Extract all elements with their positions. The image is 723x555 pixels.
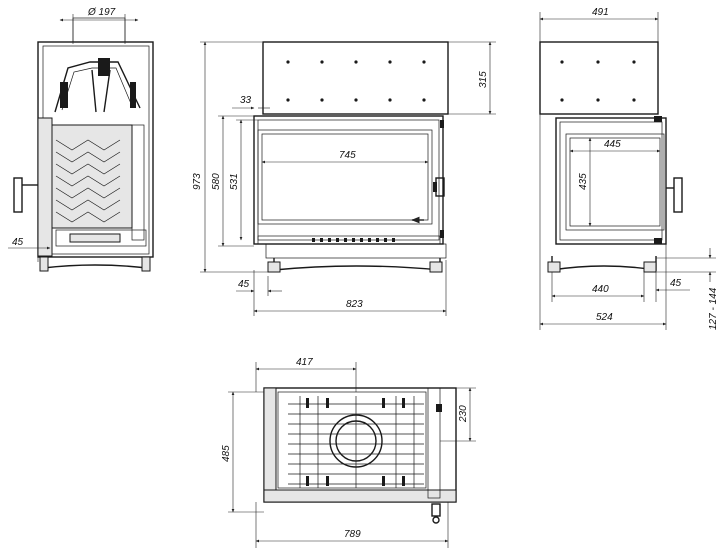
dim-side-leg-offset-left: 45 [12, 237, 24, 248]
dim-overall-height: 973 [192, 173, 203, 190]
dim-frame-offset: 33 [240, 95, 252, 106]
front-view: 973 580 531 33 315 745 45 823 [192, 41, 496, 316]
dim-side-glass-height: 435 [578, 173, 589, 190]
dim-side-depth-top: 491 [592, 7, 609, 18]
dim-side-base-width: 440 [592, 284, 609, 295]
dim-side-overall-width: 524 [596, 312, 613, 323]
dim-side-leg-offset-right: 45 [670, 278, 682, 289]
plan-view: 417 [221, 357, 476, 548]
dim-leg-height-range: 127 - 144 [708, 287, 719, 330]
dim-plan-width: 789 [344, 529, 361, 540]
side-section-view: Ø 197 [8, 7, 154, 272]
dim-front-width: 823 [346, 299, 363, 310]
dim-flue-diameter: Ø 197 [87, 7, 116, 18]
dim-plan-depth: 485 [221, 445, 232, 462]
dim-side-glass-width: 445 [604, 139, 621, 150]
side-view: 491 445 435 440 45 [539, 7, 719, 330]
dim-plan-half-width: 417 [296, 357, 313, 368]
dim-front-leg-offset: 45 [238, 279, 250, 290]
dim-frame-height: 580 [211, 173, 222, 190]
dim-plan-flue-offset: 230 [458, 405, 469, 423]
dim-top-section-height: 315 [478, 71, 489, 88]
dim-glass-width: 745 [339, 150, 356, 161]
dim-glass-height: 531 [229, 173, 240, 190]
